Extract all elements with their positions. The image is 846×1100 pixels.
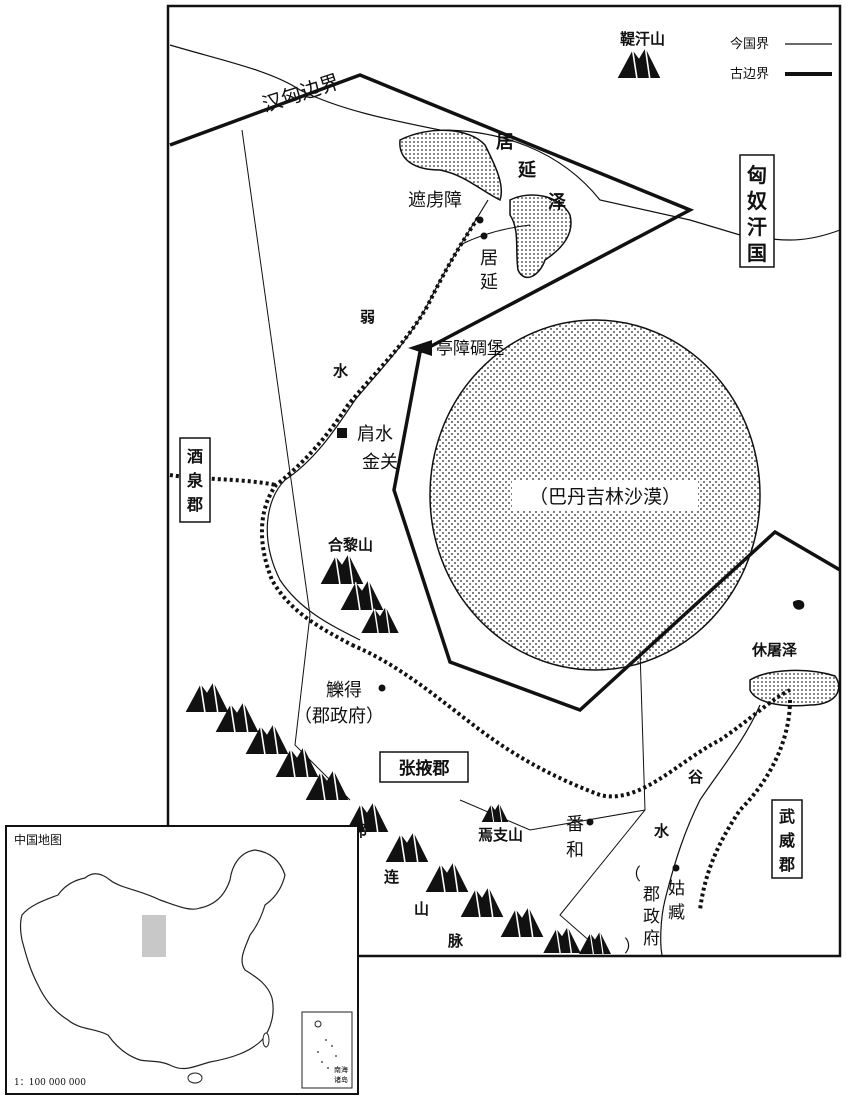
- heli-mountain-label: 合黎山: [327, 536, 373, 554]
- guzang-char-3: 郡: [643, 885, 660, 905]
- juyan-town-char-1: 延: [480, 272, 498, 293]
- yanzhi-mountain-symbol: [481, 802, 509, 822]
- fanhe-char-1: 和: [566, 840, 584, 861]
- inset-south-sea-dots: [317, 1039, 337, 1069]
- juyan-lake-char-1: 延: [517, 160, 537, 181]
- juyan-town-dot: [480, 232, 488, 240]
- inset-china-outline: [19, 849, 286, 1070]
- juyan-lake-south: [509, 194, 572, 279]
- inset-title: 中国地图: [14, 832, 62, 847]
- wuwei-char-1: 威: [779, 831, 795, 850]
- inset-south-sea-line-0: 南海: [334, 1065, 348, 1074]
- commandery-border-west: [241, 129, 351, 801]
- inset-study-area: [142, 915, 166, 957]
- juyan-lake-char-0: 居: [496, 132, 514, 153]
- guzang-char-2: （: [624, 865, 641, 885]
- jiuquan-commandery-box: [179, 437, 211, 523]
- commandery-border-south: [459, 799, 646, 831]
- lude-label-line-1: （郡政府）: [294, 706, 384, 727]
- inset-taiwan: [262, 1032, 270, 1048]
- gu-river-char-0: 谷: [688, 768, 704, 786]
- commandery-border-east: [559, 649, 646, 951]
- juyan-lake-north: [399, 129, 502, 202]
- tiyan-mountain-label: 鞮汗山: [620, 30, 665, 48]
- badain-desert-label: （巴丹吉林沙漠）: [529, 486, 681, 508]
- fort-pointer-arrow: [408, 340, 432, 356]
- guzang-char-5: 府: [643, 929, 660, 949]
- qilian-char-2: 山: [414, 900, 429, 918]
- jiuquan-char-0: 酒: [187, 447, 203, 466]
- ruoshui-river: [266, 199, 489, 641]
- xiongnu-char-0: 匈: [747, 163, 767, 187]
- jiuquan-great-wall: [169, 473, 277, 487]
- yanzhi-mountain-label: 焉支山: [478, 826, 523, 844]
- jianshui-pass-line-0: 肩水: [357, 424, 393, 445]
- juyan-lake-char-2: 泽: [548, 192, 566, 213]
- legend-ancient-label: 古边界: [730, 67, 769, 82]
- small-lake-mark: [792, 599, 805, 610]
- zhangye-commandery-box: [379, 751, 469, 783]
- juyan-town-char-0: 居: [480, 248, 498, 269]
- inset-south-sea-box: [301, 1011, 353, 1089]
- legend-modern-label: 今国界: [730, 36, 769, 52]
- wuwei-char-2: 郡: [778, 855, 795, 874]
- fanhe-dot: [586, 818, 594, 826]
- fanhe-char-0: 番: [566, 814, 584, 835]
- inset-scale: 1：100 000 000: [14, 1078, 86, 1088]
- qilian-char-3: 脉: [447, 932, 464, 950]
- guzang-char-6: ）: [624, 937, 641, 957]
- xiongnu-state-box: [739, 154, 775, 268]
- heli-mountain-symbol-2: [340, 579, 384, 610]
- heli-mountain-symbol-1: [320, 553, 364, 584]
- zhangye-commandery-label: 张掖郡: [399, 758, 450, 779]
- gu-river-char-1: 水: [654, 822, 670, 840]
- wuwei-commandery-box: [771, 799, 803, 879]
- lude-label-line-0: 觻得: [326, 680, 362, 701]
- inset-hainan: [187, 1072, 203, 1084]
- xiongnu-char-1: 奴: [746, 189, 767, 213]
- desert-label-bg: [512, 480, 698, 510]
- jianshui-pass-marker: [337, 428, 347, 438]
- xiongnu-char-3: 国: [747, 241, 767, 265]
- southern-great-wall: [351, 643, 791, 799]
- zhelu-fort-label: 遮虏障: [408, 190, 462, 211]
- inset-south-sea-island: [314, 1020, 322, 1028]
- ruoshui-great-wall: [259, 216, 480, 647]
- qilian-char-1: 连: [384, 868, 400, 886]
- lude-dot: [378, 684, 386, 692]
- xiuchu-lake-label: 休屠泽: [751, 641, 797, 659]
- heli-mountain-symbol-3: [360, 606, 400, 633]
- gu-river: [660, 704, 761, 956]
- jianshui-pass-line-1: 金关: [362, 452, 398, 473]
- inset-map: 中国地图 南海 诸岛 1：100 000 000: [5, 825, 359, 1095]
- jiuquan-char-1: 泉: [187, 471, 204, 490]
- guzang-char-0: 姑: [668, 879, 685, 899]
- juyan-river-branch: [459, 224, 531, 246]
- fort-pointer-label: 亭障碉堡: [436, 339, 504, 359]
- map-frame: [166, 4, 842, 958]
- guzang-char-1: 臧: [668, 902, 685, 923]
- zhelu-fort-dot: [476, 216, 484, 224]
- wuwei-char-0: 武: [779, 807, 795, 826]
- inset-south-sea-line-1: 诸岛: [334, 1075, 348, 1084]
- ruoshui-char-0: 弱: [360, 308, 375, 326]
- ruoshui-char-1: 水: [333, 362, 349, 380]
- guzang-char-4: 政: [643, 907, 660, 927]
- xiongnu-char-2: 汗: [747, 215, 767, 239]
- jiuquan-char-2: 郡: [186, 495, 203, 514]
- han-xiongnu-border-label: 汉匈边界: [259, 69, 343, 117]
- guzang-dot: [672, 864, 680, 872]
- xiuchu-lake-shape: [749, 669, 840, 707]
- tiyan-mountain-symbol: [616, 47, 662, 78]
